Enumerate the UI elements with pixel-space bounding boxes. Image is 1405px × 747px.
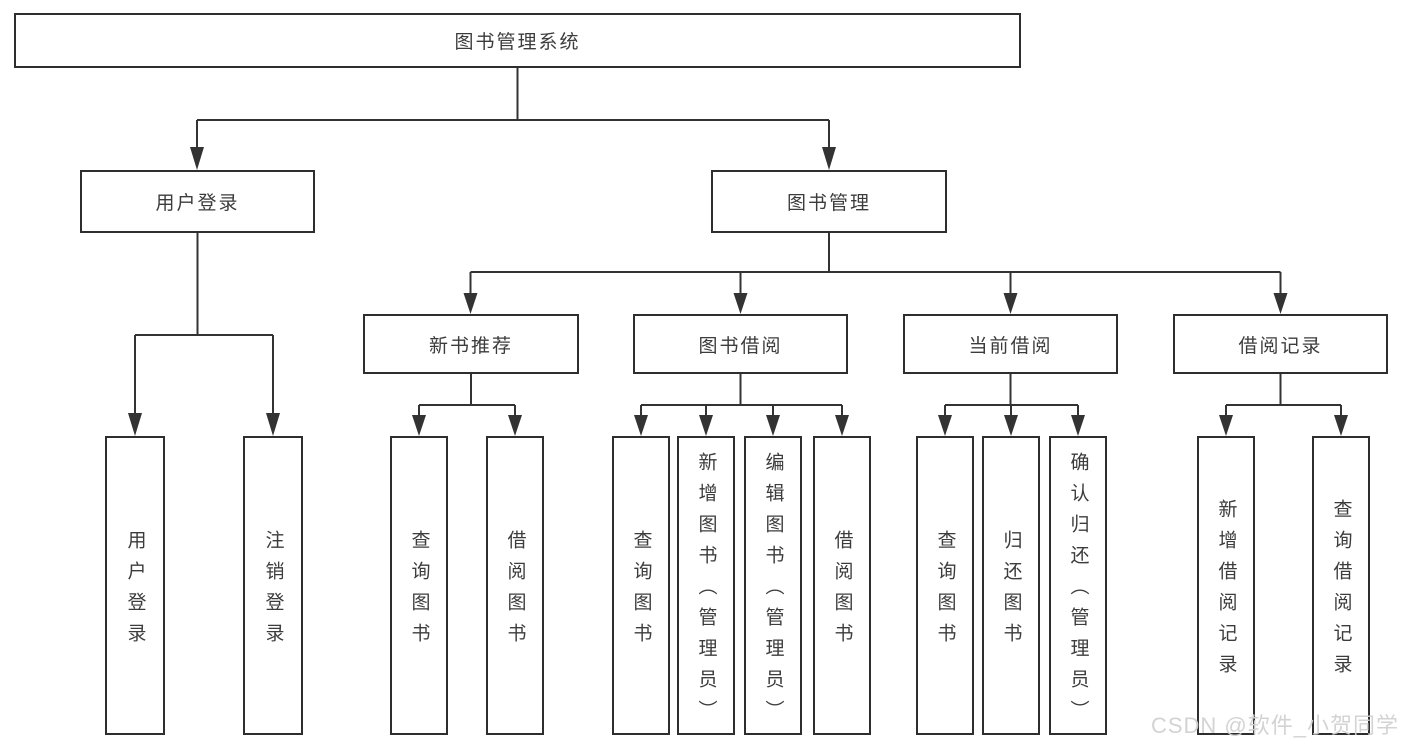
leaf-logout-label: 注销登录 <box>262 529 284 654</box>
leaf-add-books-admin: 新增图书（管理员） <box>677 436 735 735</box>
leaf-confirm-return-admin: 确认归还（管理员） <box>1049 436 1107 735</box>
leaf-query-books-recommend-label: 查询图书 <box>408 529 430 654</box>
leaf-add-borrow-record-label: 新增借阅记录 <box>1215 498 1237 685</box>
leaf-user-login: 用户登录 <box>105 436 165 735</box>
node-new-book-recommend: 新书推荐 <box>363 314 579 374</box>
leaf-add-borrow-record: 新增借阅记录 <box>1197 436 1255 735</box>
leaf-query-borrow-record-label: 查询借阅记录 <box>1330 498 1352 685</box>
node-borrow-records: 借阅记录 <box>1173 314 1388 374</box>
leaf-user-login-label: 用户登录 <box>124 529 146 654</box>
leaf-query-books-current: 查询图书 <box>916 436 974 735</box>
leaf-borrow-books-recommend-label: 借阅图书 <box>504 529 526 654</box>
node-book-management: 图书管理 <box>711 170 947 233</box>
leaf-edit-books-admin: 编辑图书（管理员） <box>744 436 802 735</box>
leaf-return-books: 归还图书 <box>982 436 1040 735</box>
node-book-borrow: 图书借阅 <box>633 314 848 374</box>
node-user-login: 用户登录 <box>80 170 315 233</box>
leaf-borrow-books-label: 借阅图书 <box>831 529 853 654</box>
node-new-book-recommend-label: 新书推荐 <box>428 335 513 357</box>
leaf-add-books-admin-label: 新增图书（管理员） <box>695 452 717 731</box>
leaf-return-books-label: 归还图书 <box>1000 529 1022 654</box>
leaf-edit-books-admin-label: 编辑图书（管理员） <box>762 452 784 731</box>
leaf-logout: 注销登录 <box>243 436 303 735</box>
node-borrow-records-label: 借阅记录 <box>1238 335 1323 357</box>
node-root-system: 图书管理系统 <box>14 13 1021 68</box>
node-user-login-label: 用户登录 <box>155 193 240 214</box>
leaf-query-books-borrow: 查询图书 <box>612 436 670 735</box>
leaf-query-books-current-label: 查询图书 <box>934 529 956 654</box>
leaf-confirm-return-admin-label: 确认归还（管理员） <box>1067 452 1089 731</box>
connector-lines <box>134 68 1342 417</box>
node-current-borrow-label: 当前借阅 <box>968 335 1053 357</box>
leaf-borrow-books-recommend: 借阅图书 <box>486 436 544 735</box>
node-book-borrow-label: 图书借阅 <box>698 335 783 357</box>
leaf-query-books-recommend: 查询图书 <box>390 436 448 735</box>
node-root-label: 图书管理系统 <box>454 32 581 53</box>
leaf-query-books-borrow-label: 查询图书 <box>630 529 652 654</box>
leaf-query-borrow-record: 查询借阅记录 <box>1312 436 1370 735</box>
node-book-management-label: 图书管理 <box>786 193 871 214</box>
node-current-borrow: 当前借阅 <box>903 314 1118 374</box>
csdn-watermark: CSDN @软件_小贺同学 <box>1150 713 1399 738</box>
leaf-borrow-books: 借阅图书 <box>813 436 871 735</box>
arrow-down-icons <box>128 147 1348 436</box>
